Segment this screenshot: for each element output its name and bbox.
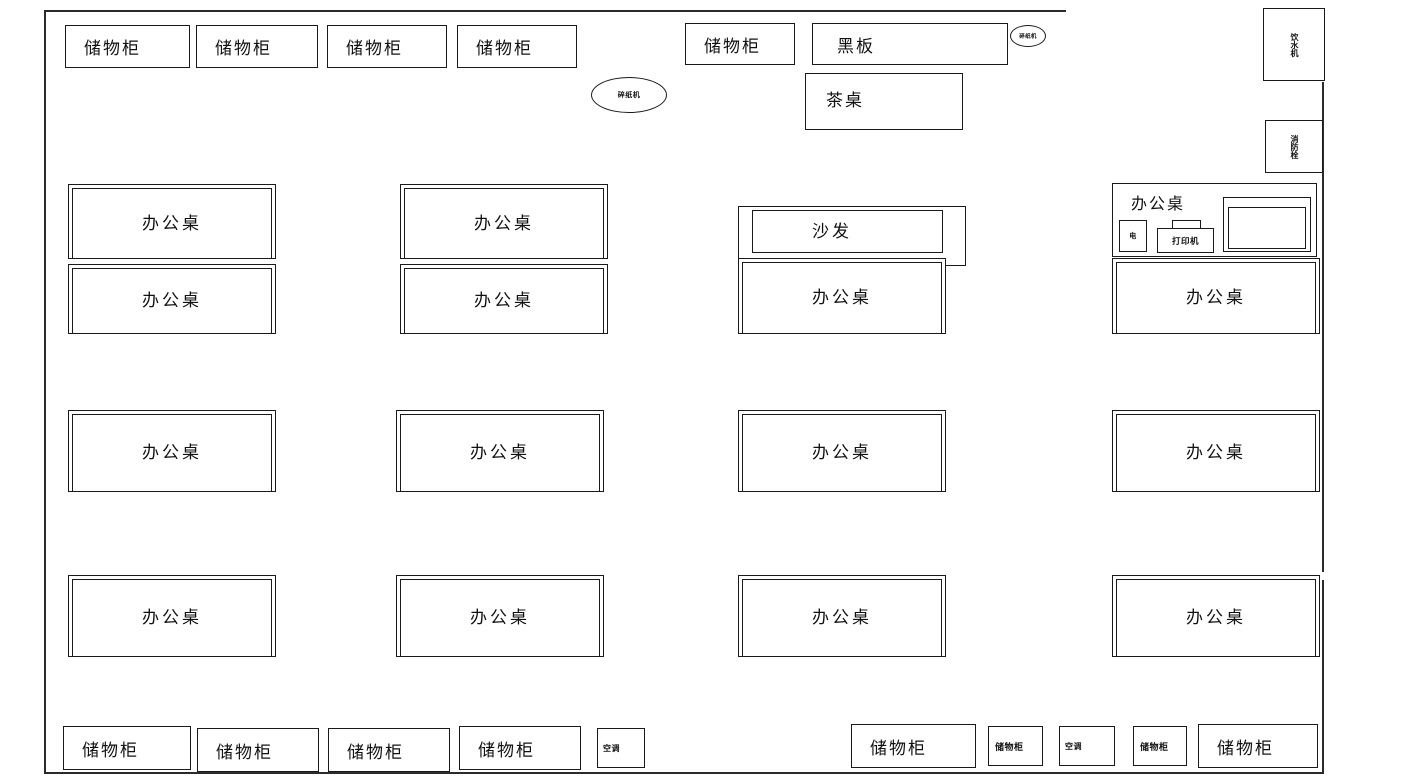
bottom-cabinet-1[interactable]: 储物柜: [63, 726, 191, 770]
desk-row-1-item-4-label: 办公桌: [1186, 443, 1246, 463]
bottom-cabinet-6-label: 储物柜: [995, 742, 1024, 753]
sofa-cushion: [752, 210, 943, 253]
bottom-cabinet-8-label: 储物柜: [1217, 738, 1274, 759]
top-cabinet-1[interactable]: 储物柜: [65, 25, 190, 68]
sofa-row-desk-label: 办公桌: [812, 288, 872, 308]
desk-pair-1-lower-desk-label: 办公桌: [142, 291, 202, 311]
bottom-ac-2[interactable]: 空调: [1059, 726, 1115, 766]
desk-row-2-item-2[interactable]: 办公桌: [396, 575, 604, 657]
desk-pair-2-upper-desk-label: 办公桌: [474, 213, 534, 234]
small-item-box[interactable]: 电: [1119, 220, 1147, 252]
vbox-top[interactable]: 饮水机: [1263, 8, 1325, 81]
bottom-cabinet-6[interactable]: 储物柜: [988, 726, 1043, 766]
desk-row-1-item-2[interactable]: 办公桌: [396, 410, 604, 492]
shredder-ellipse[interactable]: 碎纸机: [591, 77, 667, 113]
printer-inner-2[interactable]: [1228, 207, 1306, 249]
desk-row-1-item-1-label: 办公桌: [142, 443, 202, 463]
bottom-ac-2-label: 空调: [1065, 740, 1082, 751]
desk-pair-1-lower-desk[interactable]: 办公桌: [68, 264, 276, 334]
bottom-cabinet-2-label: 储物柜: [216, 742, 273, 763]
wall-left: [44, 10, 46, 774]
vbox-bottom-label: 消防栓: [1290, 134, 1299, 159]
bottom-cabinet-8[interactable]: 储物柜: [1198, 724, 1318, 768]
bottom-cabinet-5[interactable]: 储物柜: [851, 724, 976, 768]
small-ellipse[interactable]: 碎纸机: [1010, 25, 1046, 47]
tea-table-box[interactable]: 茶桌: [805, 73, 963, 130]
wall-right-lower: [1322, 580, 1324, 773]
desk-row-1-item-1[interactable]: 办公桌: [68, 410, 276, 492]
top-cabinet-3[interactable]: 储物柜: [327, 25, 447, 68]
desk-pair-1-upper-desk-label: 办公桌: [142, 213, 202, 234]
bottom-cabinet-1-label: 储物柜: [82, 740, 139, 761]
bottom-cabinet-5-label: 储物柜: [870, 738, 927, 759]
bottom-cabinet-7[interactable]: 储物柜: [1133, 726, 1187, 766]
desk-row-2-item-3-label: 办公桌: [812, 608, 872, 628]
wall-bottom: [44, 772, 1324, 774]
sofa-row-desk[interactable]: 办公桌: [738, 258, 946, 334]
printer-station-desk[interactable]: 办公桌: [1112, 258, 1320, 334]
printer-station-title: 办公桌: [1131, 194, 1186, 213]
tea-table-box-label: 茶桌: [826, 91, 864, 111]
bottom-cabinet-3-label: 储物柜: [347, 742, 404, 763]
cabinet-label: 储物柜: [84, 39, 141, 59]
desk-row-2-item-1-label: 办公桌: [142, 608, 202, 628]
desk-row-1-item-2-label: 办公桌: [470, 443, 530, 463]
bottom-cabinet-7-label: 储物柜: [1140, 742, 1169, 753]
cabinet-label: 储物柜: [704, 36, 761, 57]
cabinet-label: 储物柜: [215, 39, 272, 59]
vbox-top-label: 饮水机: [1290, 32, 1299, 57]
desk-row-2-item-4[interactable]: 办公桌: [1112, 575, 1320, 657]
wall-right-upper: [1322, 82, 1324, 572]
desk-pair-2-lower-desk[interactable]: 办公桌: [400, 264, 608, 334]
printer-station-desk-label: 办公桌: [1186, 288, 1246, 308]
top-cabinet-2[interactable]: 储物柜: [196, 25, 318, 68]
sofa-box[interactable]: 沙发: [738, 206, 966, 266]
desk-row-2-item-1[interactable]: 办公桌: [68, 575, 276, 657]
printer-cap-1[interactable]: [1172, 220, 1201, 229]
sofa-label: 沙发: [812, 222, 852, 242]
bottom-cabinet-4[interactable]: 储物柜: [459, 726, 581, 770]
top-cabinet-4[interactable]: 储物柜: [457, 25, 577, 68]
blackboard-box-label: 黑板: [837, 36, 875, 57]
bottom-cabinet-4-label: 储物柜: [478, 740, 535, 761]
printer-box-1[interactable]: 打印机: [1157, 228, 1214, 253]
desk-row-2-item-4-label: 办公桌: [1186, 608, 1246, 628]
bottom-cabinet-2[interactable]: 储物柜: [197, 728, 319, 772]
desk-row-1-item-3-label: 办公桌: [812, 443, 872, 463]
cabinet-label: 储物柜: [476, 39, 533, 59]
vbox-bottom[interactable]: 消防栓: [1265, 120, 1323, 173]
bottom-cabinet-3[interactable]: 储物柜: [328, 728, 450, 772]
blackboard-box[interactable]: 黑板: [812, 23, 1008, 65]
cabinet-label: 储物柜: [346, 39, 403, 59]
wall-top-left: [44, 10, 1066, 12]
desk-row-1-item-4[interactable]: 办公桌: [1112, 410, 1320, 492]
top-cabinet-5[interactable]: 储物柜: [685, 23, 795, 65]
bottom-ac-1[interactable]: 空调: [597, 728, 645, 768]
desk-row-2-item-3[interactable]: 办公桌: [738, 575, 946, 657]
desk-pair-2-lower-desk-label: 办公桌: [474, 291, 534, 311]
desk-pair-1-upper-desk[interactable]: 办公桌: [68, 184, 276, 259]
bottom-ac-1-label: 空调: [603, 742, 620, 753]
desk-pair-2-upper-desk[interactable]: 办公桌: [400, 184, 608, 259]
desk-row-1-item-3[interactable]: 办公桌: [738, 410, 946, 492]
desk-row-2-item-2-label: 办公桌: [470, 608, 530, 628]
